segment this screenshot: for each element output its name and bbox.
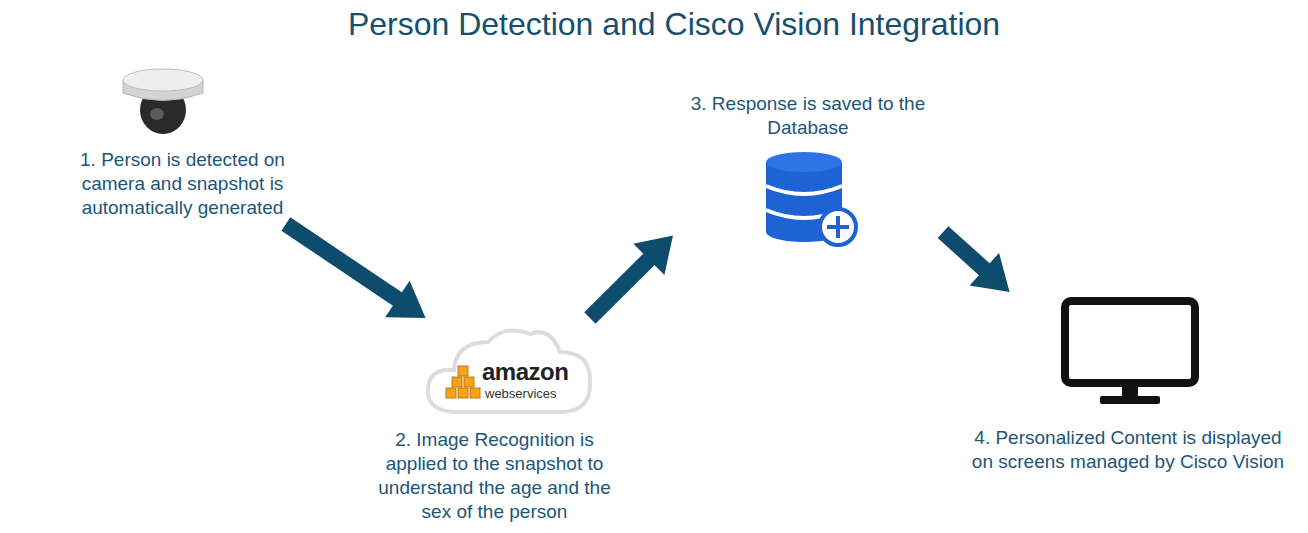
logo-text: amazon xyxy=(482,358,568,386)
step-description: 3. Response is saved to the Database xyxy=(673,92,943,140)
diagram-title: Person Detection and Cisco Vision Integr… xyxy=(40,6,1308,43)
database-icon xyxy=(762,150,860,248)
flow-arrow xyxy=(943,232,1010,292)
camera-icon xyxy=(118,66,208,140)
monitor-icon xyxy=(1060,296,1200,408)
flow-arrow xyxy=(590,235,673,318)
icon-node: 3. Response is saved to the Database xyxy=(673,86,943,252)
step-description: 1. Person is detected on camera and snap… xyxy=(50,148,315,220)
step-description: 4. Personalized Content is displayed on … xyxy=(968,426,1288,474)
logo-text: webservices xyxy=(485,386,557,401)
icon-node: 4. Personalized Content is displayed on … xyxy=(968,292,1288,478)
flow-arrow xyxy=(286,224,426,318)
icon-node: amazonwebservices 2. Image Recognition is… xyxy=(362,318,627,526)
icon-node: 1. Person is detected on camera and snap… xyxy=(50,62,315,224)
step-description: 2. Image Recognition is applied to the s… xyxy=(362,428,627,524)
